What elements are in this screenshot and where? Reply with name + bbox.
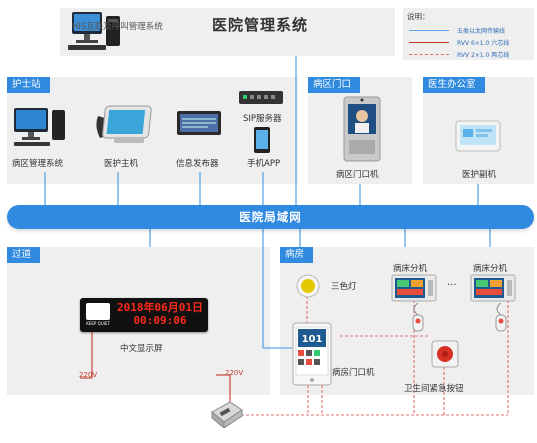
ward-door-station-label: 病区门口机 [336,170,379,180]
nurse-master-label: 医护主机 [104,159,139,169]
ward-door-title: 病区门口 [308,77,361,93]
keep-quiet-text: KEEP QUIET [86,321,110,326]
ward-door-station-icon [343,96,381,162]
legend-label-rvv2: RVV 2×1.0 两芯线 [457,52,510,59]
bed-unit-2-label: 病床分机 [473,264,508,274]
legend-line-rvv6 [409,42,449,43]
hospital-lan-bus: 医院局域网 [7,205,534,229]
doctor-office-title: 医生办公室 [423,77,485,93]
legend-label-rvv6: RVV 6×1.0 六芯线 [457,40,510,47]
emergency-button-icon [431,340,459,368]
legend-line-ethernet [409,30,449,31]
keep-quiet-logo-icon: KEEP QUIET [86,303,110,326]
power-voltage: 220V [225,369,244,377]
led-display: KEEP QUIET 2018年06月01日 00:09:06 [80,298,208,332]
sip-server-label: SIP服务器 [243,114,282,124]
ward-management-label: 病区管理系统 [12,159,64,169]
ward-management-computer-icon [14,108,65,146]
ward-title: 病房 [280,247,314,263]
his-label: HIS互联及呼叫管理系统 [72,22,163,32]
tri-color-lamp-label: 三色灯 [331,282,357,292]
power-supply-icon [211,401,243,428]
legend-label-ethernet: 五类以太网传输线 [457,28,506,35]
bed-unit-1-icon [391,274,437,302]
doctor-sub-station-label: 医护副机 [462,170,497,180]
bed-unit-ellipsis: ··· [447,280,457,291]
legend-item-rvv6: RVV 6×1.0 六芯线 [403,38,534,48]
led-date: 2018年06月01日 [117,301,203,314]
led-time: 00:09:06 [133,314,187,327]
room-number: 101 [302,334,323,345]
nurse-station-title: 护士站 [7,77,50,93]
bed-unit-1-label: 病床分机 [393,264,428,274]
hospital-lan-label: 医院局域网 [239,210,302,224]
legend-item-ethernet: 五类以太网传输线 [403,26,534,36]
bed-call-handle-2-icon [495,303,507,332]
info-publisher-label: 信息发布器 [176,159,219,169]
legend-title: 说明： [407,12,430,21]
chinese-display-label: 中文显示屏 [120,344,163,354]
system-title: 医院管理系统 [212,16,309,34]
tri-color-lamp-icon [296,274,320,298]
mobile-phone-icon [254,127,270,153]
room-door-station-icon: 101 [292,322,332,386]
mobile-app-label: 手机APP [247,159,281,169]
nurse-master-station-icon [96,105,152,143]
bed-call-handle-1-icon [412,303,424,332]
legend: 说明： 五类以太网传输线 RVV 6×1.0 六芯线 RVV 2×1.0 两芯线 [403,8,534,60]
emergency-button-label: 卫生间紧急按钮 [404,384,464,394]
room-door-station-label: 病房门口机 [332,368,375,378]
corridor-title: 过道 [7,247,41,263]
legend-line-rvv2 [409,54,449,55]
legend-item-rvv2: RVV 2×1.0 两芯线 [403,50,534,60]
sip-server-icon [239,91,283,104]
display-voltage: 220V [79,371,98,379]
bed-unit-2-icon [470,274,516,302]
computer-icon [68,12,120,50]
doctor-sub-station-icon [455,120,501,152]
info-publisher-icon [177,111,221,135]
